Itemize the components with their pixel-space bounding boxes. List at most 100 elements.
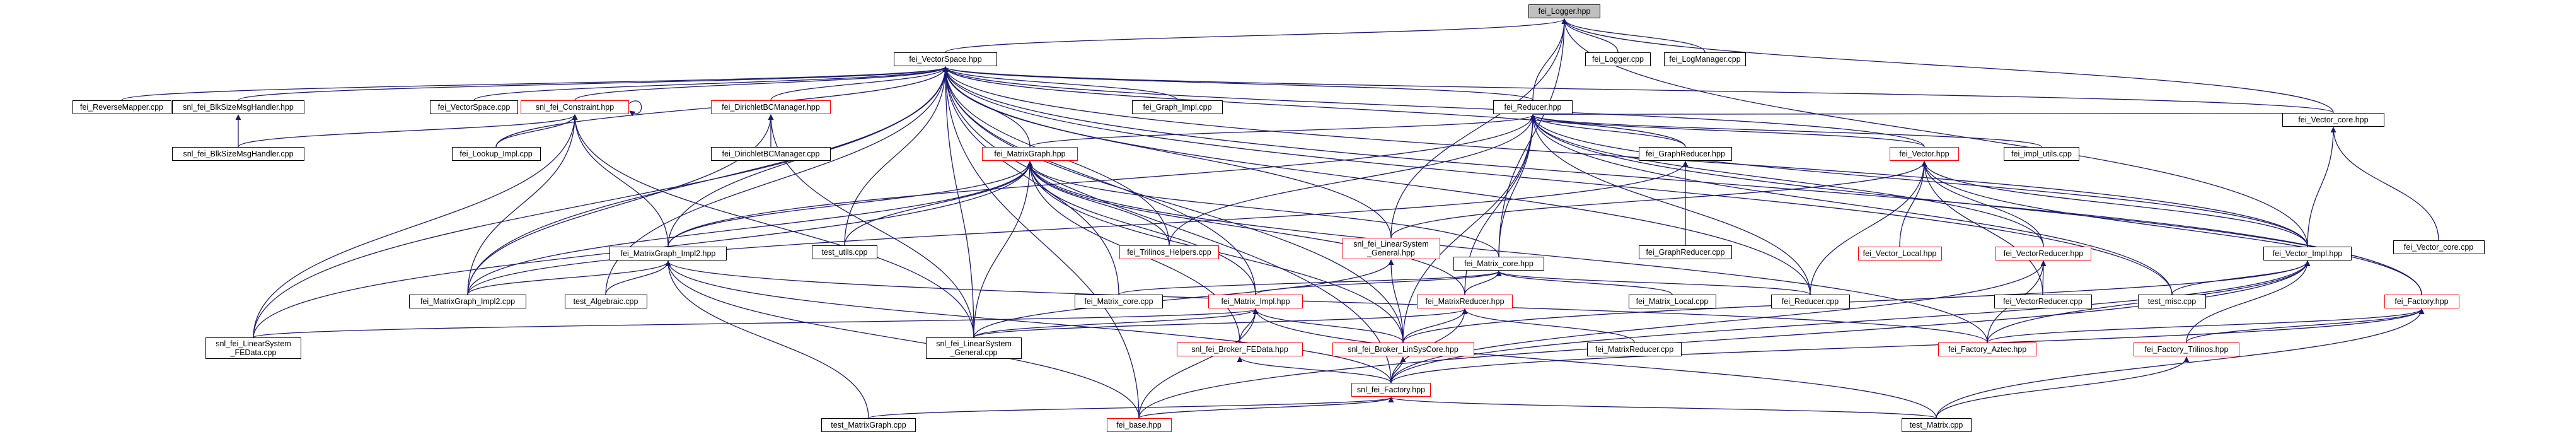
node-matrix-core-hpp[interactable]: fei_Matrix_core.hpp [1453, 257, 1544, 271]
node-vector-core[interactable]: fei_Vector_core.hpp [2282, 113, 2384, 127]
node-test-matrix-graph[interactable]: test_MatrixGraph.cpp [821, 418, 916, 432]
node-impl-utils[interactable]: fei_impl_utils.cpp [2004, 147, 2079, 161]
edge-reducer-cpp-to-vector-space [942, 66, 1811, 295]
edge-matrix-core-hpp-to-reducer [1498, 114, 1536, 257]
edge-factory-aztec-to-matrix-graph [1027, 161, 1988, 343]
node-vector-local[interactable]: fei_Vector_Local.hpp [1857, 247, 1942, 260]
node-blk-size-msg-handler-cpp[interactable]: snl_fei_BlkSizeMsgHandler.cpp [172, 147, 304, 161]
node-logger-cpp[interactable]: fei_Logger.cpp [1585, 52, 1651, 66]
edge-snl-factory-to-factory-hpp [1390, 308, 2425, 383]
edge-vector-hpp-to-vector-space [942, 66, 1925, 148]
edge-snl-factory-to-vector-space [942, 66, 1392, 383]
edge-matrix-reducer-hpp-to-matrix-core-hpp [1464, 271, 1502, 295]
node-vector-core-cpp[interactable]: fei_Vector_core.cpp [2393, 240, 2485, 254]
node-fei-base[interactable]: fei_base.hpp [1106, 418, 1172, 432]
edge-impl-utils-to-reducer [1530, 114, 2042, 148]
edge-blk-size-msg-handler-hpp-to-vector-space [238, 66, 949, 101]
node-logger[interactable]: fei_Logger.hpp [1528, 4, 1600, 18]
edge-graph-reducer-hpp-to-reducer [1530, 114, 1686, 148]
node-vector-space-cpp[interactable]: fei_VectorSpace.cpp [430, 100, 518, 114]
node-test-misc[interactable]: test_misc.cpp [2138, 295, 2206, 308]
edge-matrix-reducer-hpp-to-matrix-graph [1027, 161, 1465, 295]
node-test-matrix[interactable]: test_Matrix.cpp [1901, 418, 1972, 432]
node-matrix-graph-impl2-cpp[interactable]: fei_MatrixGraph_Impl2.cpp [409, 295, 526, 308]
edge-vector-impl-to-vector-hpp [1921, 161, 2308, 247]
node-graph-impl[interactable]: fei_Graph_Impl.cpp [1132, 100, 1223, 114]
node-trilinos-helpers[interactable]: fei_Trilinos_Helpers.cpp [1119, 245, 1219, 259]
node-vector-hpp[interactable]: fei_Vector.hpp [1890, 147, 1959, 161]
edge-vector-hpp-to-reducer [1530, 114, 1925, 148]
node-reducer-cpp[interactable]: fei_Reducer.cpp [1770, 295, 1850, 308]
edge-matrix-impl-to-matrix-core-hpp [1255, 271, 1502, 295]
edge-log-manager-to-logger [1561, 18, 1706, 53]
node-linear-system-general-hpp[interactable]: snl_fei_LinearSystem _General.hpp [1342, 238, 1440, 259]
edge-snl-factory-to-vector-reducer-hpp [1390, 260, 2047, 383]
edge-vector-reducer-hpp-to-reducer [1530, 114, 2044, 247]
node-reducer[interactable]: fei_Reducer.hpp [1493, 100, 1573, 114]
node-log-manager[interactable]: fei_LogManager.cpp [1664, 52, 1746, 66]
node-matrix-impl[interactable]: fei_Matrix_Impl.hpp [1208, 295, 1303, 308]
edge-logger-cpp-to-logger [1561, 18, 1619, 53]
edge-matrix-graph-impl2-hpp-to-matrix-graph [667, 161, 1033, 247]
edge-fei-base-to-vector-space [942, 66, 1140, 419]
edge-fei-base-to-vector-impl [1138, 260, 2311, 419]
node-matrix-local[interactable]: fei_Matrix_Local.cpp [1628, 295, 1716, 308]
edge-linear-system-general-cpp-to-matrix-graph [973, 161, 1033, 338]
node-test-algebraic[interactable]: test_Algebraic.cpp [564, 295, 647, 308]
node-test-utils[interactable]: test_utils.cpp [812, 245, 877, 259]
edge-vector-reducer-hpp-to-vector-hpp [1921, 161, 2044, 247]
node-vector-reducer-cpp[interactable]: fei_VectorReducer.cpp [1994, 295, 2092, 308]
node-constraint[interactable]: snl_fei_Constraint.hpp [521, 100, 629, 114]
node-lookup-impl[interactable]: fei_Lookup_Impl.cpp [451, 147, 541, 161]
node-vector-reducer-hpp[interactable]: fei_VectorReducer.hpp [1996, 247, 2091, 260]
edge-vector-core-to-vector-space [942, 66, 2334, 114]
node-matrix-graph-impl2-hpp[interactable]: fei_MatrixGraph_Impl2.hpp [609, 247, 727, 260]
edge-test-misc-to-vector-space [942, 66, 2173, 295]
node-dirichlet-bcmanager-cpp[interactable]: fei_DirichletBCManager.cpp [711, 147, 831, 161]
edge-test-matrix-to-factory-trilinos [1936, 356, 2190, 419]
edge-test-matrix-graph-to-matrix-graph-impl2-hpp [665, 260, 869, 419]
edge-reverse-mapper-to-vector-space [121, 66, 949, 101]
node-vector-space[interactable]: fei_VectorSpace.hpp [894, 52, 997, 66]
node-dirichlet-bcmanager[interactable]: fei_DirichletBCManager.hpp [711, 100, 831, 114]
node-linear-system-fedata[interactable]: snl_fei_LinearSystem _FEData.cpp [205, 337, 301, 359]
node-factory-hpp[interactable]: fei_Factory.hpp [2384, 295, 2459, 308]
edge-snl-factory-to-matrix-graph-impl2-hpp [665, 260, 1392, 383]
edge-broker-lin-sys-core-to-reducer [1402, 114, 1536, 343]
edge-linear-system-general-hpp-to-logger [1390, 18, 1568, 238]
edge-fei-base-to-snl-factory [1138, 397, 1394, 419]
edge-snl-factory-to-broker-fedata [1237, 356, 1392, 383]
edge-linear-system-general-cpp-to-matrix-impl [973, 308, 1259, 338]
node-reverse-mapper[interactable]: fei_ReverseMapper.cpp [72, 100, 171, 114]
node-factory-aztec[interactable]: fei_Factory_Aztec.hpp [1938, 342, 2036, 356]
edge-linear-system-general-hpp-to-vector-space [942, 66, 1392, 238]
node-matrix-reducer-hpp[interactable]: fei_MatrixReducer.hpp [1417, 295, 1513, 308]
edge-linear-system-general-cpp-to-constraint [572, 114, 974, 338]
edge-matrix-core-cpp-to-matrix-core-hpp [1118, 271, 1502, 295]
node-blk-size-msg-handler-hpp[interactable]: snl_fei_BlkSizeMsgHandler.hpp [172, 100, 304, 114]
edge-vector-impl-to-vector-core [2307, 127, 2336, 247]
edge-factory-trilinos-to-factory-hpp [2186, 308, 2425, 343]
node-graph-reducer-cpp[interactable]: fei_GraphReducer.cpp [1639, 245, 1732, 259]
node-matrix-reducer-cpp[interactable]: fei_MatrixReducer.cpp [1587, 342, 1682, 356]
node-graph-reducer-hpp[interactable]: fei_GraphReducer.hpp [1639, 147, 1732, 161]
edge-linear-system-general-cpp-to-linear-system-general-hpp [973, 259, 1394, 338]
node-matrix-core-cpp[interactable]: fei_Matrix_core.cpp [1075, 295, 1163, 308]
node-factory-trilinos[interactable]: fei_Factory_Trilinos.hpp [2134, 342, 2239, 356]
edge-blk-size-msg-handler-cpp-to-constraint [238, 114, 578, 148]
node-matrix-graph[interactable]: fei_MatrixGraph.hpp [982, 147, 1078, 161]
edge-factory-aztec-to-matrix-graph-impl2-hpp [665, 260, 1988, 343]
edge-matrix-graph-impl2-hpp-to-constraint [572, 114, 669, 247]
edge-reducer-cpp-to-matrix-core-hpp [1496, 271, 1811, 295]
node-snl-factory[interactable]: snl_fei_Factory.hpp [1351, 383, 1431, 397]
edge-matrix-local-to-matrix-core-hpp [1496, 271, 1673, 295]
node-broker-lin-sys-core[interactable]: snl_fei_Broker_LinSysCore.hpp [1332, 342, 1474, 356]
node-linear-system-general-cpp[interactable]: snl_fei_LinearSystem _General.cpp [926, 337, 1022, 359]
node-vector-impl[interactable]: fei_Vector_Impl.hpp [2263, 247, 2352, 260]
edge-broker-lin-sys-core-to-matrix-impl [1252, 308, 1404, 343]
edge-snl-factory-to-vector-impl [1390, 260, 2311, 383]
node-broker-fedata[interactable]: snl_fei_Broker_FEData.hpp [1177, 342, 1303, 356]
edge-vector-core-cpp-to-vector-core [2330, 127, 2439, 241]
edge-vector-core-to-logger [1561, 18, 2334, 114]
edge-reducer-cpp-to-reducer [1530, 114, 1811, 295]
